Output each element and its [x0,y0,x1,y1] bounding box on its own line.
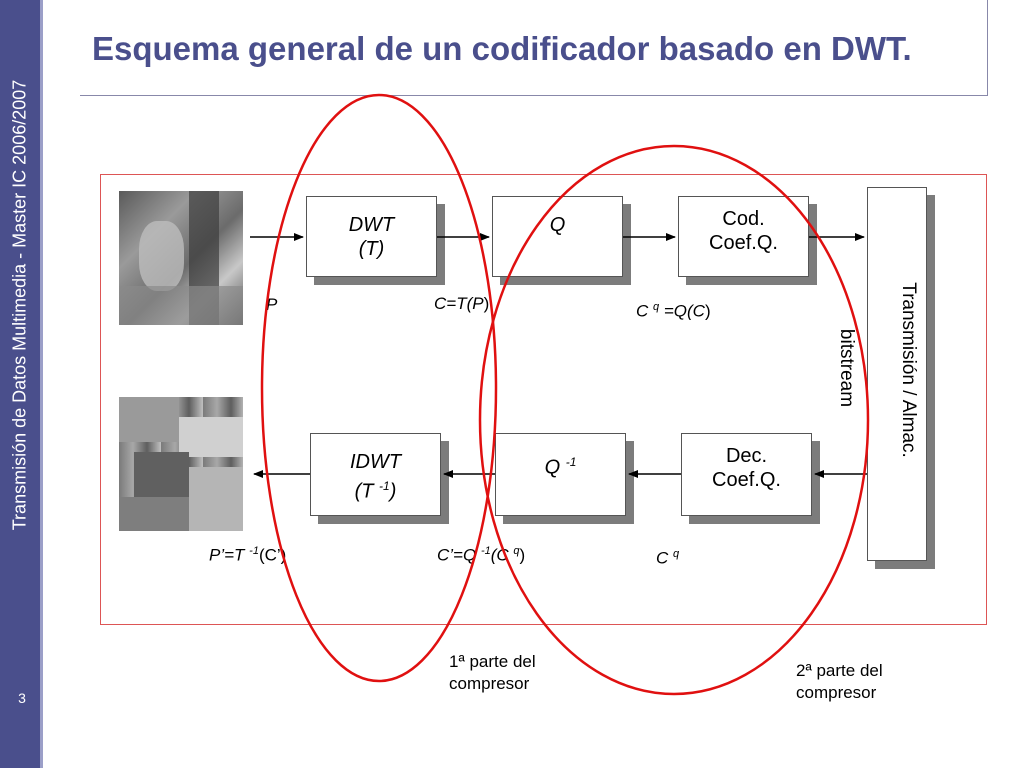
label-p-text: P [266,295,278,314]
label-c-part1: C [434,294,447,313]
label-cprime-sup1: -1 [480,545,491,557]
original-image [119,191,243,325]
dequantizer-exponent: -1 [565,455,577,469]
idwt-block-line2a: (T [354,480,380,503]
coef-coder-line1: Cod. [722,208,765,230]
slide-title: Esquema general de un codificador basado… [92,30,912,67]
dwt-block-line2: (T) [358,238,385,260]
page-number: 3 [18,690,26,706]
label-c-part4: ) [483,294,490,313]
label-pprime-sup: -1 [249,545,259,557]
label-cq-part3: =Q( [659,301,693,321]
note-second-part: 2ª parte del compresor [796,660,883,704]
coef-coder-line2: Coef.Q. [709,232,778,254]
sidebar-edge [40,0,43,768]
note-first-line2: compresor [449,674,530,693]
coef-decoder-line1: Dec. [725,445,768,467]
title-right-rule [987,0,988,96]
dequantizer-label: Q [544,456,566,479]
quantizer-block-label: Q [549,214,566,236]
idwt-block-line1: IDWT [349,451,402,473]
sidebar [0,0,40,768]
label-cq2-sup: q [673,548,680,560]
label-c-part2: =T( [446,294,473,313]
ellipse-first-part [260,93,498,683]
ellipse-second-part [478,144,870,696]
label-pprime: P’=T -1(C’) [209,545,286,566]
label-cprime-part1: C’=Q [437,545,481,565]
reconstructed-image [119,397,243,531]
note-first-line1: 1ª parte del [449,652,536,671]
idwt-block-line2b: ) [389,480,397,503]
dwt-block: DWT (T) [306,196,437,277]
dwt-block-line1: DWT [348,214,395,236]
label-p: P [266,295,277,315]
label-c-part3: P [472,294,484,313]
title-underline [80,95,988,96]
label-c: C=T(P) [434,294,489,314]
label-pprime-part1: P’=T [209,545,250,565]
note-second-line1: 2ª parte del [796,661,883,680]
label-cq-part4: C [692,301,705,321]
coef-coder-block: Cod. Coef.Q. [678,196,809,277]
label-pprime-part3: (C’) [258,545,287,565]
channel-block [867,187,927,561]
coef-decoder-block: Dec. Coef.Q. [681,433,812,516]
label-cq: C q =Q(C) [636,301,711,322]
dequantizer-block: Q -1 [495,433,626,516]
coef-decoder-line2: Coef.Q. [712,469,781,491]
label-cprime-part5: ) [519,545,526,565]
label-cq2-part1: C [656,548,673,568]
label-cq-part1: C [636,301,653,321]
label-cq-part5: ) [704,301,711,321]
idwt-block: IDWT (T -1) [310,433,441,516]
note-second-line2: compresor [796,683,877,702]
label-cq-sup: q [653,301,660,313]
note-first-part: 1ª parte del compresor [449,651,536,695]
label-cq2: C q [656,548,679,569]
idwt-block-exponent: -1 [379,479,390,493]
label-cprime-sup2: q [513,545,520,557]
